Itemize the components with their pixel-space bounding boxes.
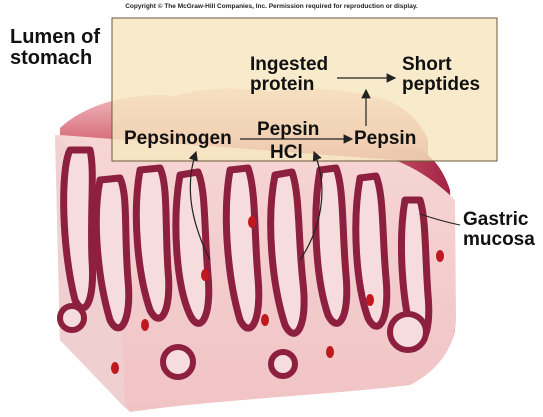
red-blood-cell-5 [366, 294, 374, 306]
label-pepsin-catalyst: Pepsin [257, 120, 319, 139]
red-blood-cell-3 [201, 269, 209, 281]
gastric-gland-1 [64, 150, 93, 308]
label-gastric-line2: mucosa [463, 230, 535, 250]
red-blood-cell-2 [111, 362, 119, 374]
label-gastric-mucosa: Gastric mucosa [463, 210, 535, 250]
label-ingested-line2: protein [250, 75, 328, 95]
gastric-gland-7 [316, 168, 347, 323]
gland-cross-section-1 [60, 306, 84, 330]
label-hcl: HCl [270, 143, 303, 162]
label-pepsin-product: Pepsin [354, 129, 416, 148]
red-blood-cell-8 [326, 346, 334, 358]
label-gastric-line1: Gastric [463, 210, 535, 230]
label-short-line2: peptides [402, 75, 480, 95]
gastric-glands [64, 150, 429, 342]
red-blood-cell-6 [436, 250, 444, 262]
red-blood-cell-1 [141, 319, 149, 331]
label-lumen-line1: Lumen of [10, 27, 100, 48]
label-short-peptides: Short peptides [402, 55, 480, 95]
label-pepsinogen: Pepsinogen [124, 129, 232, 148]
gland-cross-section-4 [390, 314, 426, 350]
red-blood-cell-7 [248, 216, 256, 228]
gland-cross-section-3 [271, 352, 295, 376]
label-lumen-of-stomach: Lumen of stomach [10, 27, 100, 69]
label-short-line1: Short [402, 55, 480, 75]
red-blood-cell-4 [261, 314, 269, 326]
gland-cross-section-2 [163, 347, 193, 377]
label-ingested-protein: Ingested protein [250, 55, 328, 95]
label-ingested-line1: Ingested [250, 55, 328, 75]
label-lumen-line2: stomach [10, 48, 100, 69]
